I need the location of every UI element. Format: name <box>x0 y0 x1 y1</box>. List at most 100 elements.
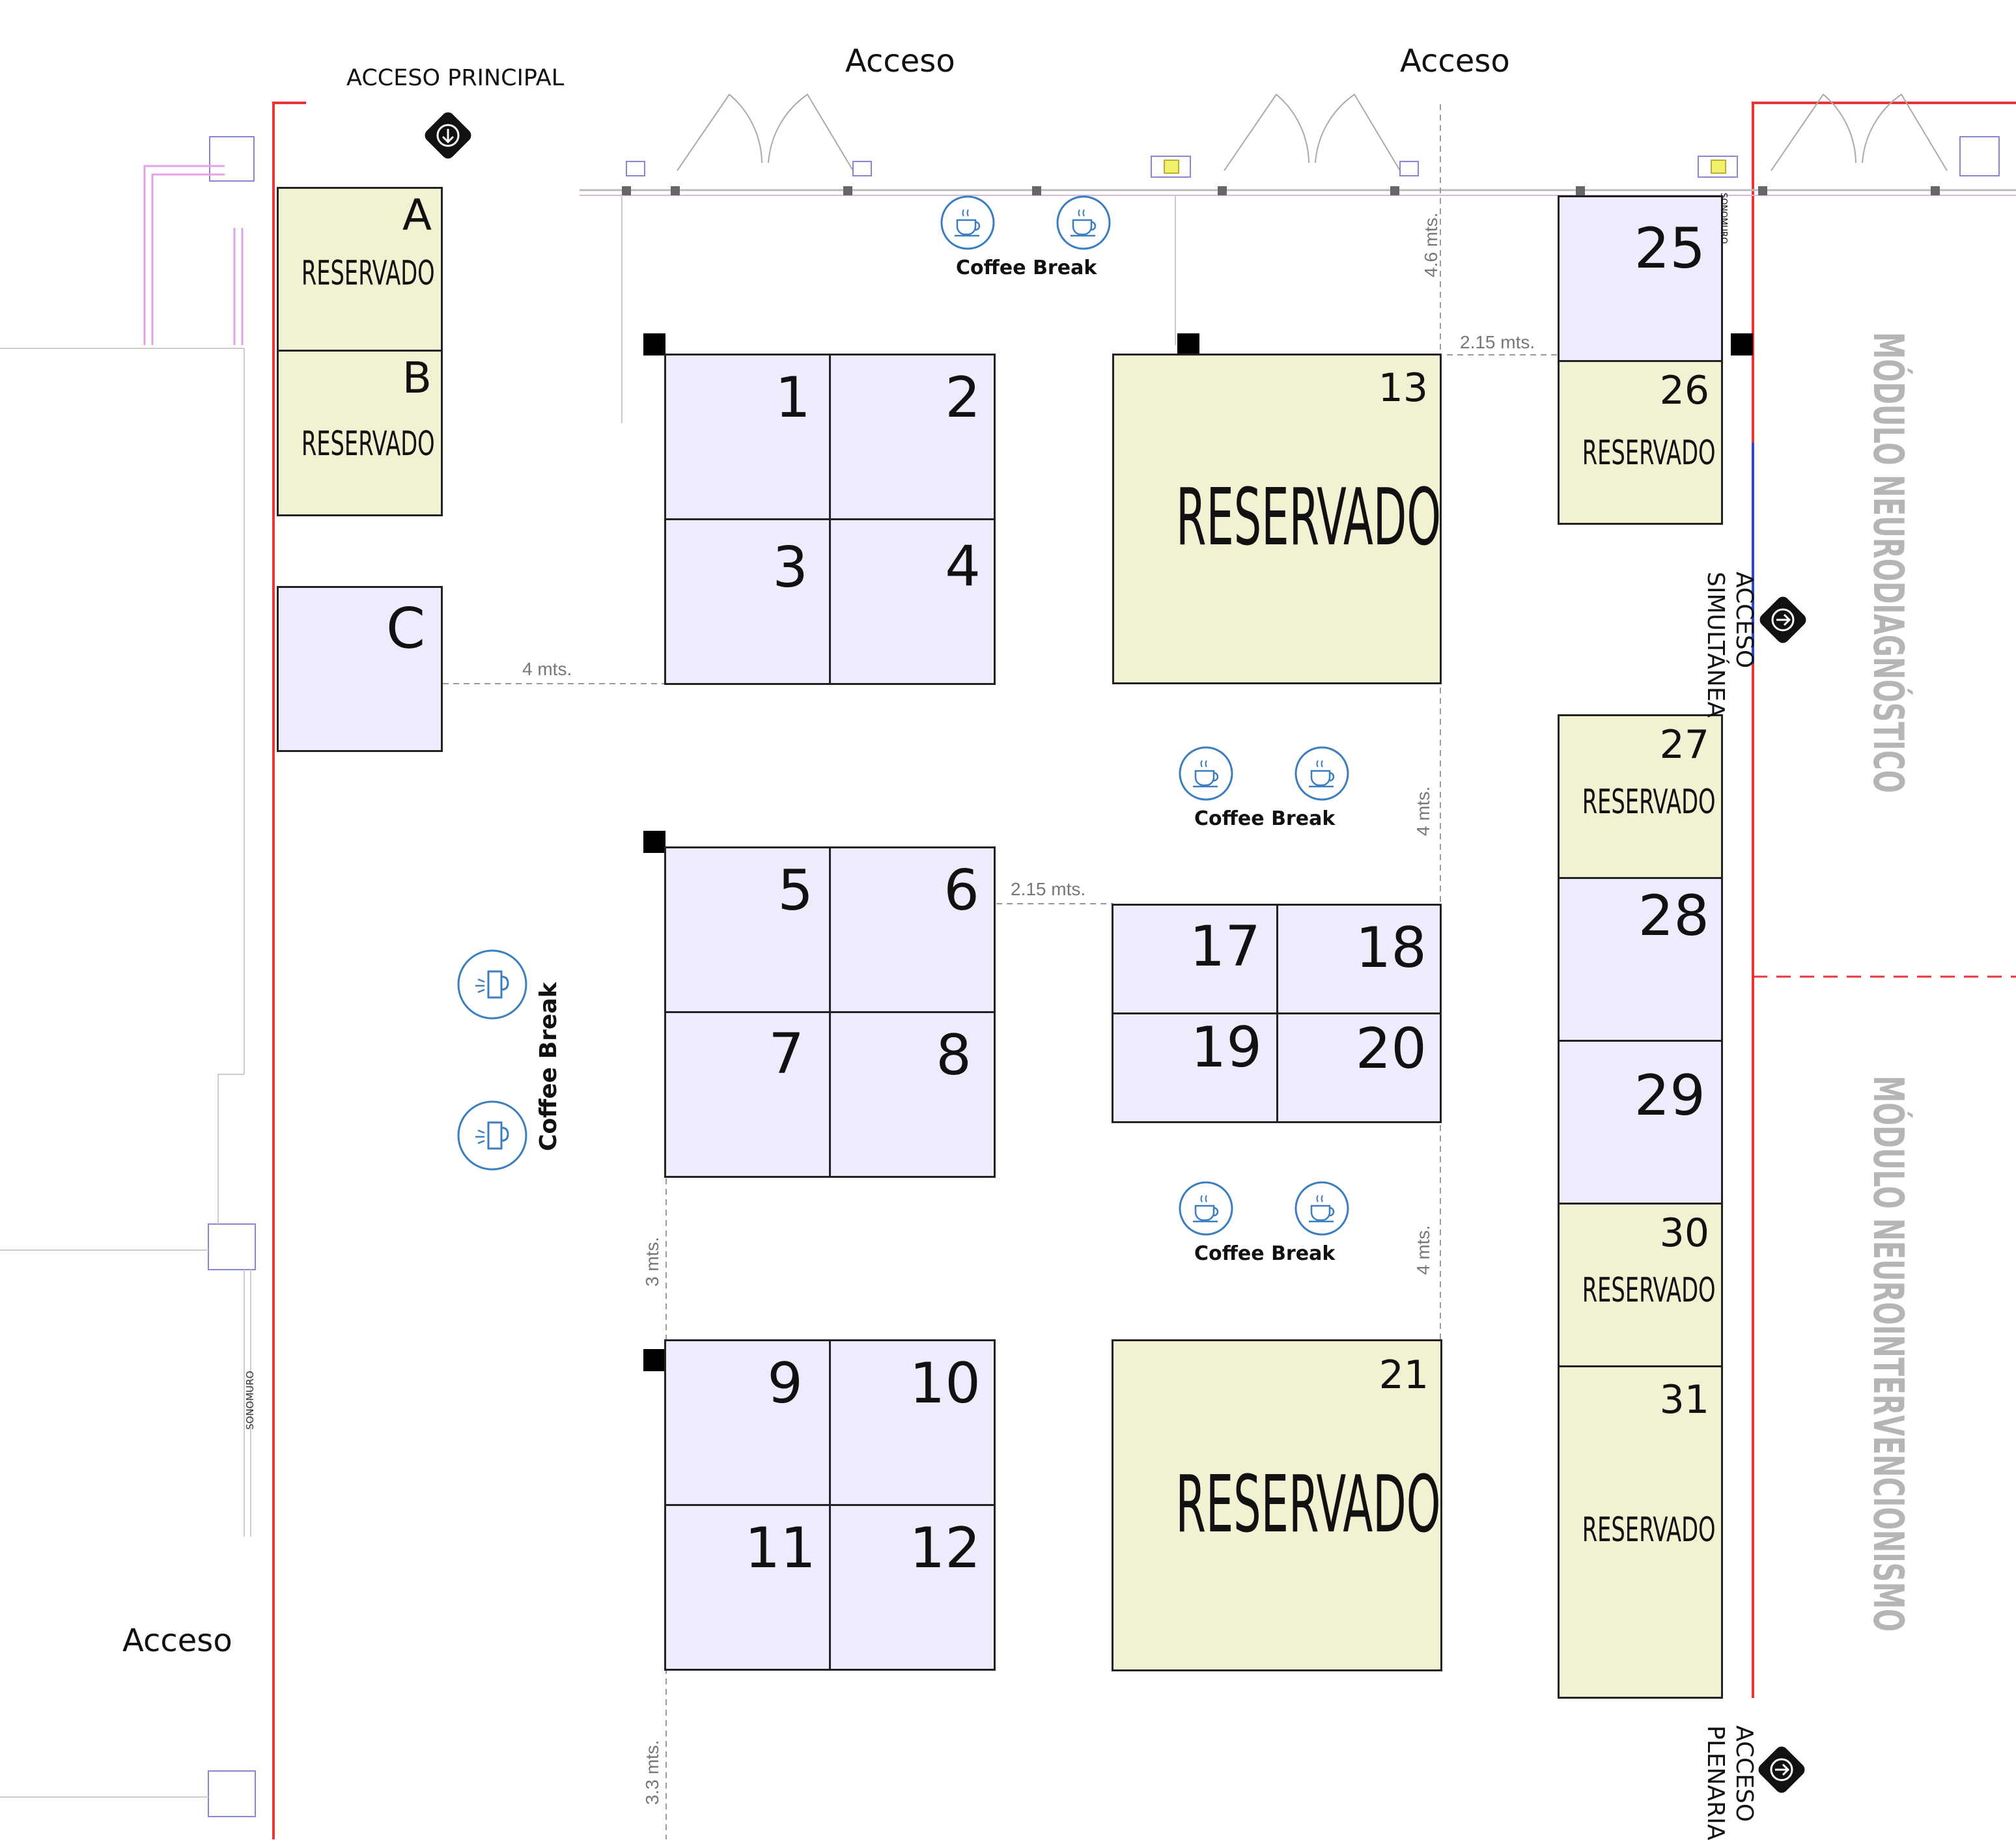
stand-29[interactable]: 29 <box>1558 1040 1723 1205</box>
simultanea-line-1: ACCESO <box>1731 572 1757 669</box>
stand-12[interactable]: 12 <box>829 1504 996 1671</box>
stand-number: 18 <box>1355 915 1427 981</box>
reserved-label: RESERVADO <box>301 254 435 293</box>
stand-number: 4 <box>945 534 981 599</box>
dimension-label: 4.6 mts. <box>1421 212 1441 277</box>
stand-number: 31 <box>1659 1377 1709 1423</box>
arrow-right-icon <box>1759 596 1806 643</box>
stand-7[interactable]: 7 <box>664 1011 831 1178</box>
stand-number: 10 <box>909 1351 981 1416</box>
stand-5[interactable]: 5 <box>664 846 831 1013</box>
dimension-label: 4 mts. <box>1413 1225 1433 1275</box>
main-access-label: ACCESO PRINCIPAL <box>346 65 565 91</box>
arrow-right-icon <box>1758 1746 1805 1793</box>
reserved-label: RESERVADO <box>1176 473 1442 563</box>
stand-number: C <box>385 596 425 662</box>
dimension-label: 2.15 mts. <box>1011 879 1086 899</box>
plenaria-line-1: ACCESO <box>1731 1725 1757 1822</box>
stand-30[interactable]: 30 RESERVADO <box>1558 1203 1723 1367</box>
stand-number: 5 <box>777 858 813 923</box>
stand-number: 30 <box>1659 1210 1709 1256</box>
stand-number: 26 <box>1659 368 1709 413</box>
coffee-break-label: Coffee Break <box>956 257 1097 279</box>
stand-b[interactable]: B RESERVADO <box>277 350 443 516</box>
reserved-label: RESERVADO <box>1175 1460 1441 1550</box>
stand-number: 12 <box>909 1516 981 1581</box>
coffee-break-label: Coffee Break <box>535 982 562 1151</box>
stand-number: 19 <box>1190 1015 1262 1080</box>
stand-3[interactable]: 3 <box>664 518 831 685</box>
stand-number: 9 <box>767 1351 803 1416</box>
stand-21[interactable]: 21 RESERVADO <box>1112 1339 1442 1671</box>
coffee-cup-icon <box>1179 746 1233 801</box>
stand-4[interactable]: 4 <box>829 518 996 685</box>
module-neurodiagnostico-label: MÓDULO NEURODIAGNÓSTICO <box>1864 332 1912 793</box>
coffee-pot-icon <box>457 949 527 1020</box>
stand-number: 6 <box>944 858 979 923</box>
simultanea-access-label: ACCESO SIMULTÁNEA <box>1701 572 1758 718</box>
reserved-label: RESERVADO <box>1582 434 1716 473</box>
stand-number: 1 <box>775 365 811 430</box>
coffee-break-label: Coffee Break <box>1194 1242 1336 1265</box>
stand-20[interactable]: 20 <box>1276 1012 1442 1123</box>
stand-28[interactable]: 28 <box>1558 877 1723 1042</box>
stand-number: 11 <box>744 1516 816 1581</box>
coffee-cup-icon <box>1295 746 1349 801</box>
coffee-pot-icon <box>457 1100 527 1171</box>
stand-number: 17 <box>1189 914 1261 979</box>
stand-6[interactable]: 6 <box>829 846 996 1013</box>
stand-number: 3 <box>772 535 808 600</box>
stand-10[interactable]: 10 <box>829 1339 996 1506</box>
stand-number: A <box>402 190 432 240</box>
top-access-label-1: Acceso <box>845 43 955 79</box>
dimension-label: 3 mts. <box>642 1236 662 1287</box>
stand-number: 8 <box>936 1023 972 1088</box>
stand-number: 25 <box>1634 216 1705 281</box>
sonomuro-label: SONOMURO <box>244 1371 256 1430</box>
stand-27[interactable]: 27 RESERVADO <box>1558 714 1723 879</box>
stand-number: 28 <box>1638 884 1709 949</box>
stand-19[interactable]: 19 <box>1112 1012 1278 1123</box>
stand-a[interactable]: A RESERVADO <box>277 187 443 352</box>
sonomuro-label: SONOMURO <box>1718 193 1728 244</box>
stand-25[interactable]: 25 <box>1558 195 1723 362</box>
stand-c[interactable]: C <box>277 586 443 752</box>
reserved-label: RESERVADO <box>1582 783 1716 822</box>
stand-number: 29 <box>1634 1063 1705 1128</box>
arrow-down-icon <box>425 112 471 159</box>
stand-18[interactable]: 18 <box>1276 904 1442 1014</box>
stand-8[interactable]: 8 <box>829 1011 996 1178</box>
bottom-left-access-label: Acceso <box>122 1623 232 1659</box>
stand-17[interactable]: 17 <box>1112 904 1278 1014</box>
stand-2[interactable]: 2 <box>829 354 996 520</box>
stand-number: 21 <box>1379 1352 1429 1398</box>
stand-31[interactable]: 31 RESERVADO <box>1558 1365 1723 1699</box>
coffee-cup-icon <box>1179 1181 1233 1236</box>
module-neurointervencionismo-label: MÓDULO NEUROINTERVENCIONISMO <box>1864 1076 1912 1632</box>
reserved-label: RESERVADO <box>1582 1511 1716 1550</box>
stand-1[interactable]: 1 <box>664 354 831 520</box>
stand-number: 2 <box>945 365 981 430</box>
stand-number: 27 <box>1659 722 1709 768</box>
dimension-label: 2.15 mts. <box>1460 332 1535 352</box>
stand-number: 13 <box>1378 365 1428 411</box>
stand-11[interactable]: 11 <box>664 1504 831 1671</box>
stand-number: B <box>402 353 432 403</box>
simultanea-line-2: SIMULTÁNEA <box>1702 572 1729 718</box>
plenaria-access-label: ACCESO PLENARIA <box>1701 1725 1758 1840</box>
stand-number: 20 <box>1355 1016 1427 1081</box>
coffee-cup-icon <box>940 195 995 250</box>
top-access-label-2: Acceso <box>1400 43 1510 79</box>
coffee-break-label: Coffee Break <box>1194 807 1336 830</box>
coffee-cup-icon <box>1295 1181 1349 1236</box>
plenaria-line-2: PLENARIA <box>1702 1725 1729 1840</box>
dimension-label: 3.3 mts. <box>642 1740 662 1805</box>
dimension-label: 4 mts. <box>522 659 572 679</box>
stand-9[interactable]: 9 <box>664 1339 831 1506</box>
stand-26[interactable]: 26 RESERVADO <box>1558 360 1723 525</box>
reserved-label: RESERVADO <box>301 425 435 464</box>
stand-13[interactable]: 13 RESERVADO <box>1112 354 1442 684</box>
coffee-cup-icon <box>1056 195 1111 250</box>
reserved-label: RESERVADO <box>1582 1271 1716 1310</box>
